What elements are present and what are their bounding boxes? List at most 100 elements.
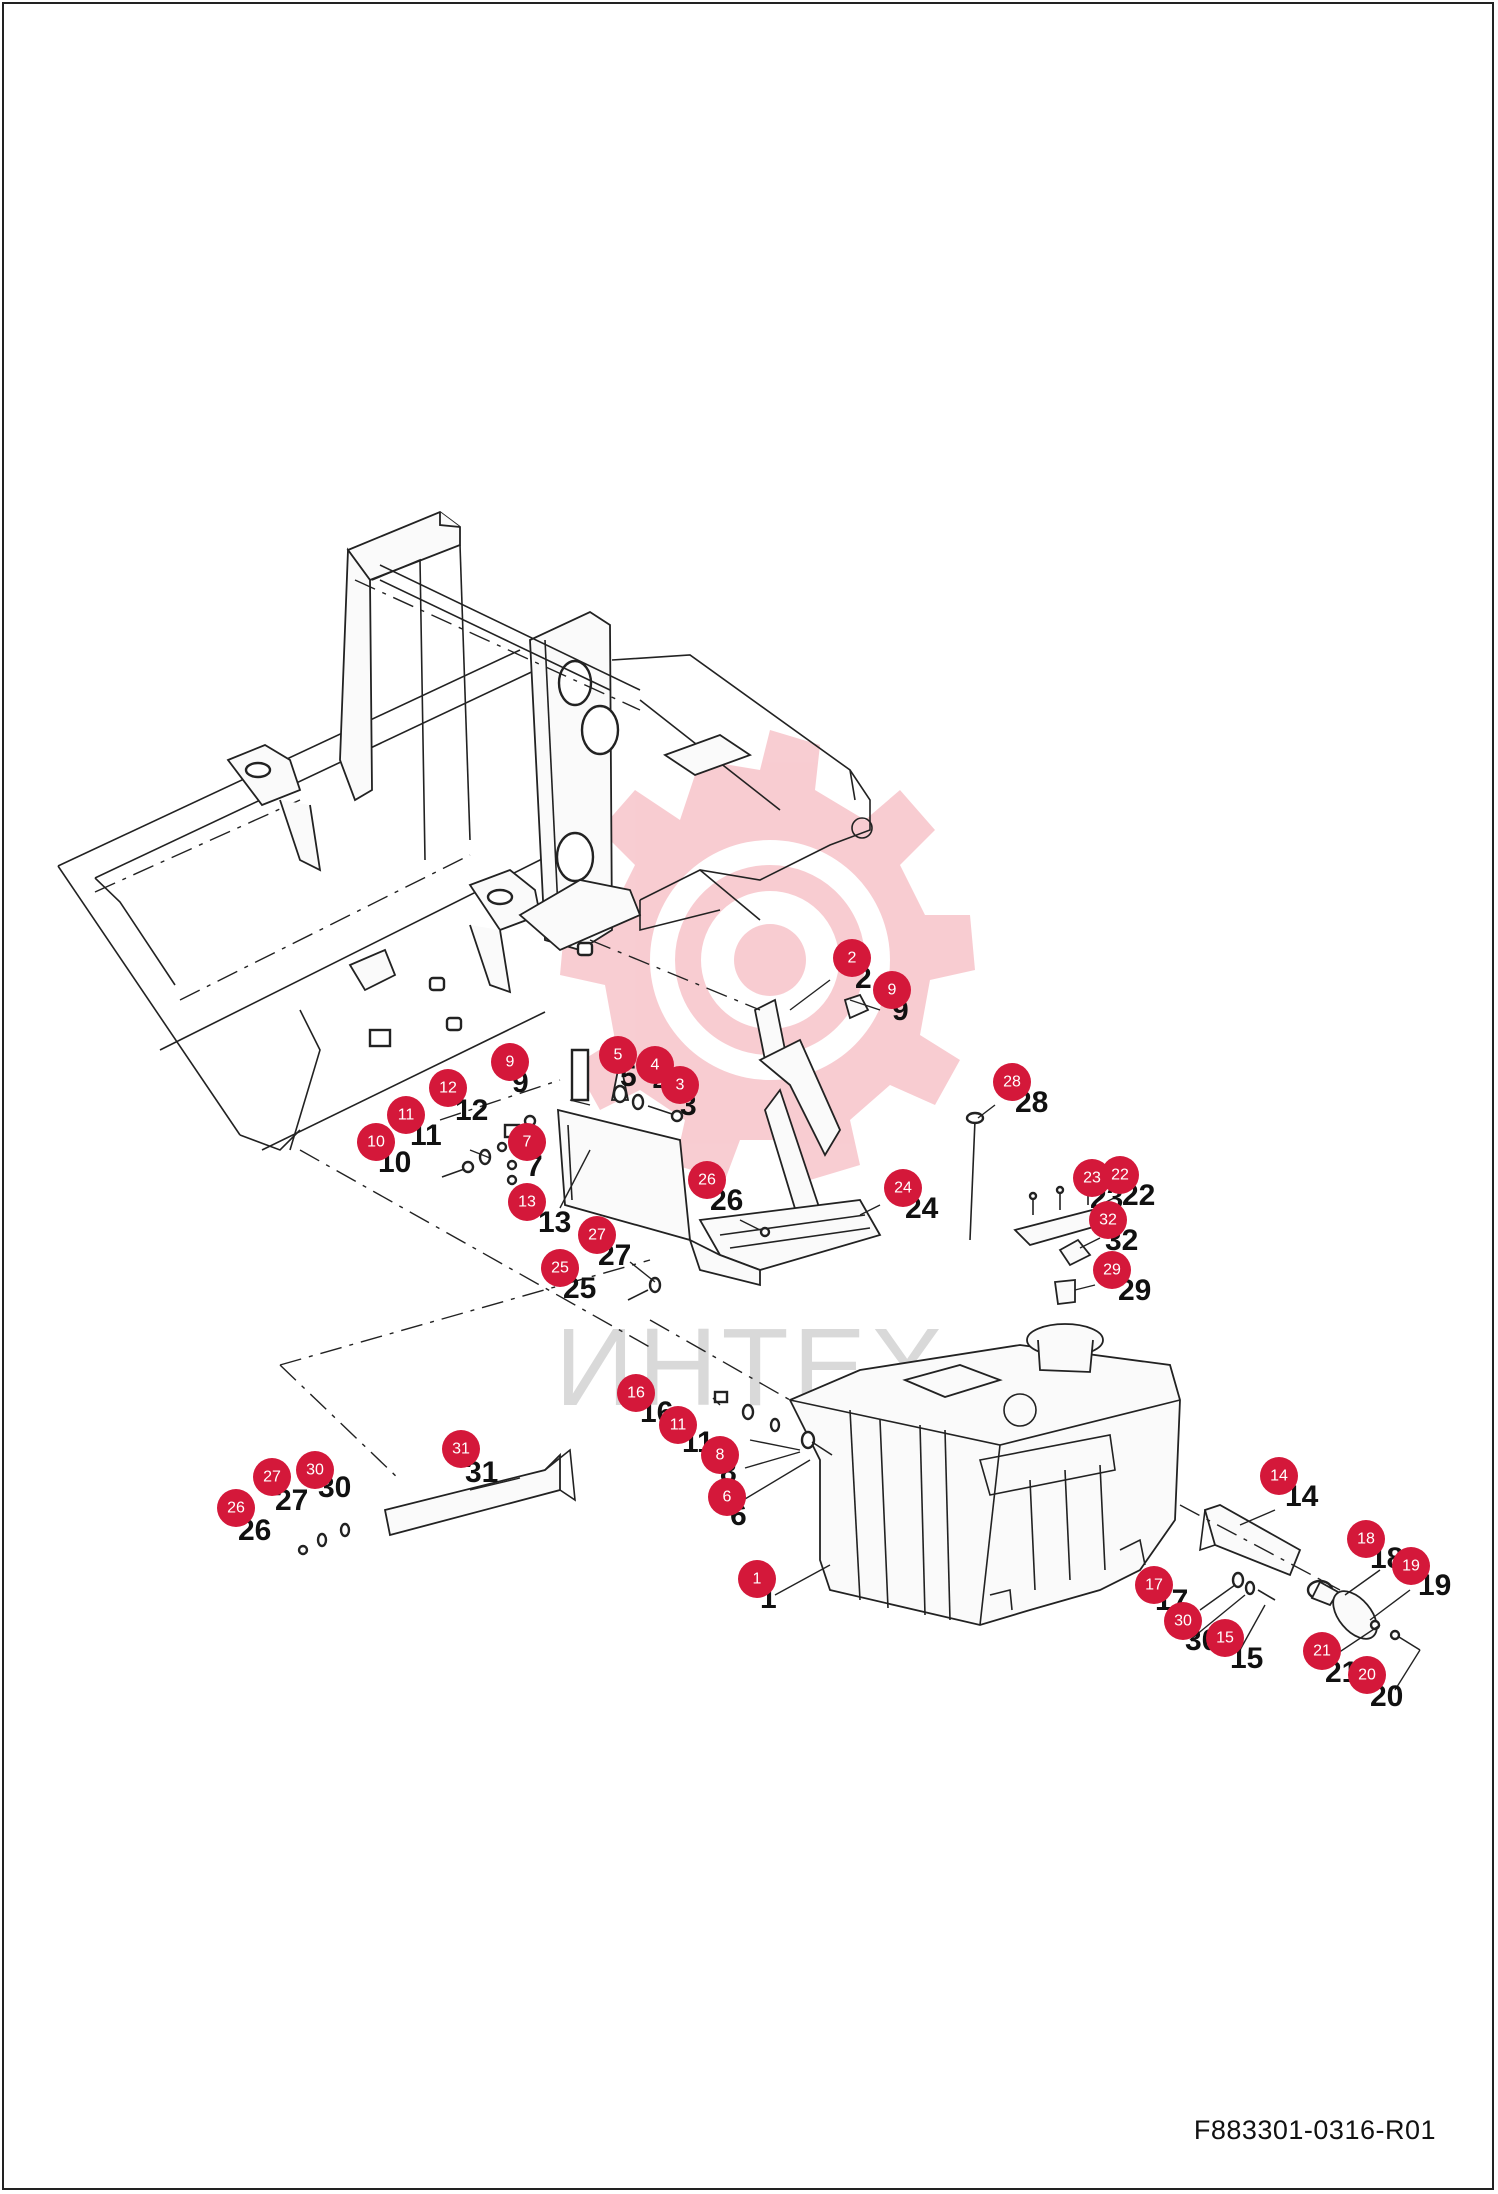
badge-label: 13 bbox=[518, 1194, 536, 1211]
badge-label: 17 bbox=[1145, 1577, 1163, 1594]
badge-label: 1 bbox=[753, 1571, 762, 1588]
badge-circle bbox=[1164, 1602, 1202, 1640]
part-badge-27[interactable]: 27 bbox=[253, 1458, 291, 1496]
part-badge-23[interactable]: 23 bbox=[1073, 1159, 1111, 1197]
part-badge-16[interactable]: 16 bbox=[617, 1374, 655, 1412]
badge-circle bbox=[541, 1249, 579, 1287]
badge-label: 22 bbox=[1111, 1167, 1129, 1184]
part-badge-9[interactable]: 9 bbox=[873, 971, 911, 1009]
badge-label: 8 bbox=[716, 1447, 725, 1464]
part-badge-19[interactable]: 19 bbox=[1392, 1547, 1430, 1585]
badge-label: 24 bbox=[894, 1180, 912, 1197]
badge-circle bbox=[1135, 1566, 1173, 1604]
badge-label: 15 bbox=[1216, 1630, 1234, 1647]
part-badge-32[interactable]: 32 bbox=[1089, 1201, 1127, 1239]
part-badge-5[interactable]: 5 bbox=[599, 1036, 637, 1074]
part-badge-31[interactable]: 31 bbox=[442, 1430, 480, 1468]
drawing-code: F883301-0316-R01 bbox=[1193, 2115, 1436, 2145]
tank-mounting-hardware bbox=[713, 1390, 833, 1456]
part-badge-11[interactable]: 11 bbox=[387, 1096, 425, 1134]
badge-circle bbox=[873, 971, 911, 1009]
badge-label: 30 bbox=[1174, 1613, 1192, 1630]
badge-label: 16 bbox=[627, 1385, 645, 1402]
part-badge-1[interactable]: 1 bbox=[738, 1560, 776, 1598]
badge-circle bbox=[993, 1063, 1031, 1101]
badge-circle bbox=[357, 1123, 395, 1161]
part-badge-26[interactable]: 26 bbox=[217, 1489, 255, 1527]
part-badge-28[interactable]: 28 bbox=[993, 1063, 1031, 1101]
part-badge-6[interactable]: 6 bbox=[708, 1478, 746, 1516]
badge-label: 19 bbox=[1402, 1558, 1420, 1575]
part-badge-13[interactable]: 13 bbox=[508, 1183, 546, 1221]
part-badge-27[interactable]: 27 bbox=[578, 1216, 616, 1254]
part-badge-18[interactable]: 18 bbox=[1347, 1520, 1385, 1558]
assembly-centerlines bbox=[279, 939, 1341, 1591]
badge-circle bbox=[884, 1169, 922, 1207]
badge-circle bbox=[296, 1451, 334, 1489]
badge-circle bbox=[1348, 1656, 1386, 1694]
part-badge-2[interactable]: 2 bbox=[833, 939, 871, 977]
part-badge-30[interactable]: 30 bbox=[1164, 1602, 1202, 1640]
badge-circle bbox=[688, 1161, 726, 1199]
badge-circle bbox=[508, 1123, 546, 1161]
badge-circle bbox=[617, 1374, 655, 1412]
badge-circle bbox=[833, 939, 871, 977]
badge-circle bbox=[1093, 1251, 1131, 1289]
badge-circle bbox=[1073, 1159, 1111, 1197]
badge-circle bbox=[661, 1066, 699, 1104]
badge-circle bbox=[1347, 1520, 1385, 1558]
fuel-tank bbox=[788, 1323, 1181, 1626]
badge-label: 27 bbox=[588, 1227, 606, 1244]
badge-label: 9 bbox=[506, 1054, 515, 1071]
badge-label: 25 bbox=[551, 1260, 569, 1277]
guard-strap bbox=[297, 1448, 576, 1556]
badge-circle bbox=[1392, 1547, 1430, 1585]
part-badge-25[interactable]: 25 bbox=[541, 1249, 579, 1287]
part-badge-17[interactable]: 17 bbox=[1135, 1566, 1173, 1604]
part-badge-12[interactable]: 12 bbox=[429, 1069, 467, 1107]
badge-circle bbox=[1260, 1457, 1298, 1495]
badge-circle bbox=[491, 1043, 529, 1081]
badge-label: 27 bbox=[263, 1469, 281, 1486]
part-badge-29[interactable]: 29 bbox=[1093, 1251, 1131, 1289]
part-badge-14[interactable]: 14 bbox=[1260, 1457, 1298, 1495]
part-badge-21[interactable]: 21 bbox=[1303, 1632, 1341, 1670]
badge-label: 3 bbox=[676, 1077, 685, 1094]
badge-circle bbox=[578, 1216, 616, 1254]
badge-label: 28 bbox=[1003, 1074, 1021, 1091]
part-badge-7[interactable]: 7 bbox=[508, 1123, 546, 1161]
badge-circle bbox=[217, 1489, 255, 1527]
badge-label: 26 bbox=[227, 1500, 245, 1517]
part-badge-15[interactable]: 15 bbox=[1206, 1619, 1244, 1657]
part-badge-24[interactable]: 24 bbox=[884, 1169, 922, 1207]
part-badge-22[interactable]: 22 bbox=[1101, 1156, 1139, 1194]
badge-circle bbox=[1089, 1201, 1127, 1239]
badge-circle bbox=[708, 1478, 746, 1516]
badge-circle bbox=[508, 1183, 546, 1221]
part-badge-20[interactable]: 20 bbox=[1348, 1656, 1386, 1694]
badge-label: 31 bbox=[452, 1441, 470, 1458]
part-badge-10[interactable]: 10 bbox=[357, 1123, 395, 1161]
badge-label: 6 bbox=[723, 1489, 732, 1506]
chassis-frame bbox=[57, 510, 873, 1151]
step-bracket-assembly bbox=[441, 993, 882, 1301]
part-badge-26[interactable]: 26 bbox=[688, 1161, 726, 1199]
part-badge-3[interactable]: 3 bbox=[661, 1066, 699, 1104]
badge-circle bbox=[253, 1458, 291, 1496]
badge-label: 18 bbox=[1357, 1531, 1375, 1548]
badge-circle bbox=[1303, 1632, 1341, 1670]
part-badge-11[interactable]: 11 bbox=[659, 1406, 697, 1444]
part-badge-9[interactable]: 9 bbox=[491, 1043, 529, 1081]
badge-label: 11 bbox=[398, 1107, 415, 1124]
badge-label: 11 bbox=[670, 1417, 687, 1434]
badge-label: 32 bbox=[1099, 1212, 1117, 1229]
badge-label: 5 bbox=[614, 1047, 623, 1064]
badge-label: 4 bbox=[651, 1057, 660, 1074]
part-badge-8[interactable]: 8 bbox=[701, 1436, 739, 1474]
badge-circle bbox=[659, 1406, 697, 1444]
part-badge-30[interactable]: 30 bbox=[296, 1451, 334, 1489]
badge-label: 23 bbox=[1083, 1170, 1101, 1187]
badge-label: 7 bbox=[523, 1134, 532, 1151]
badge-label: 20 bbox=[1358, 1667, 1376, 1684]
